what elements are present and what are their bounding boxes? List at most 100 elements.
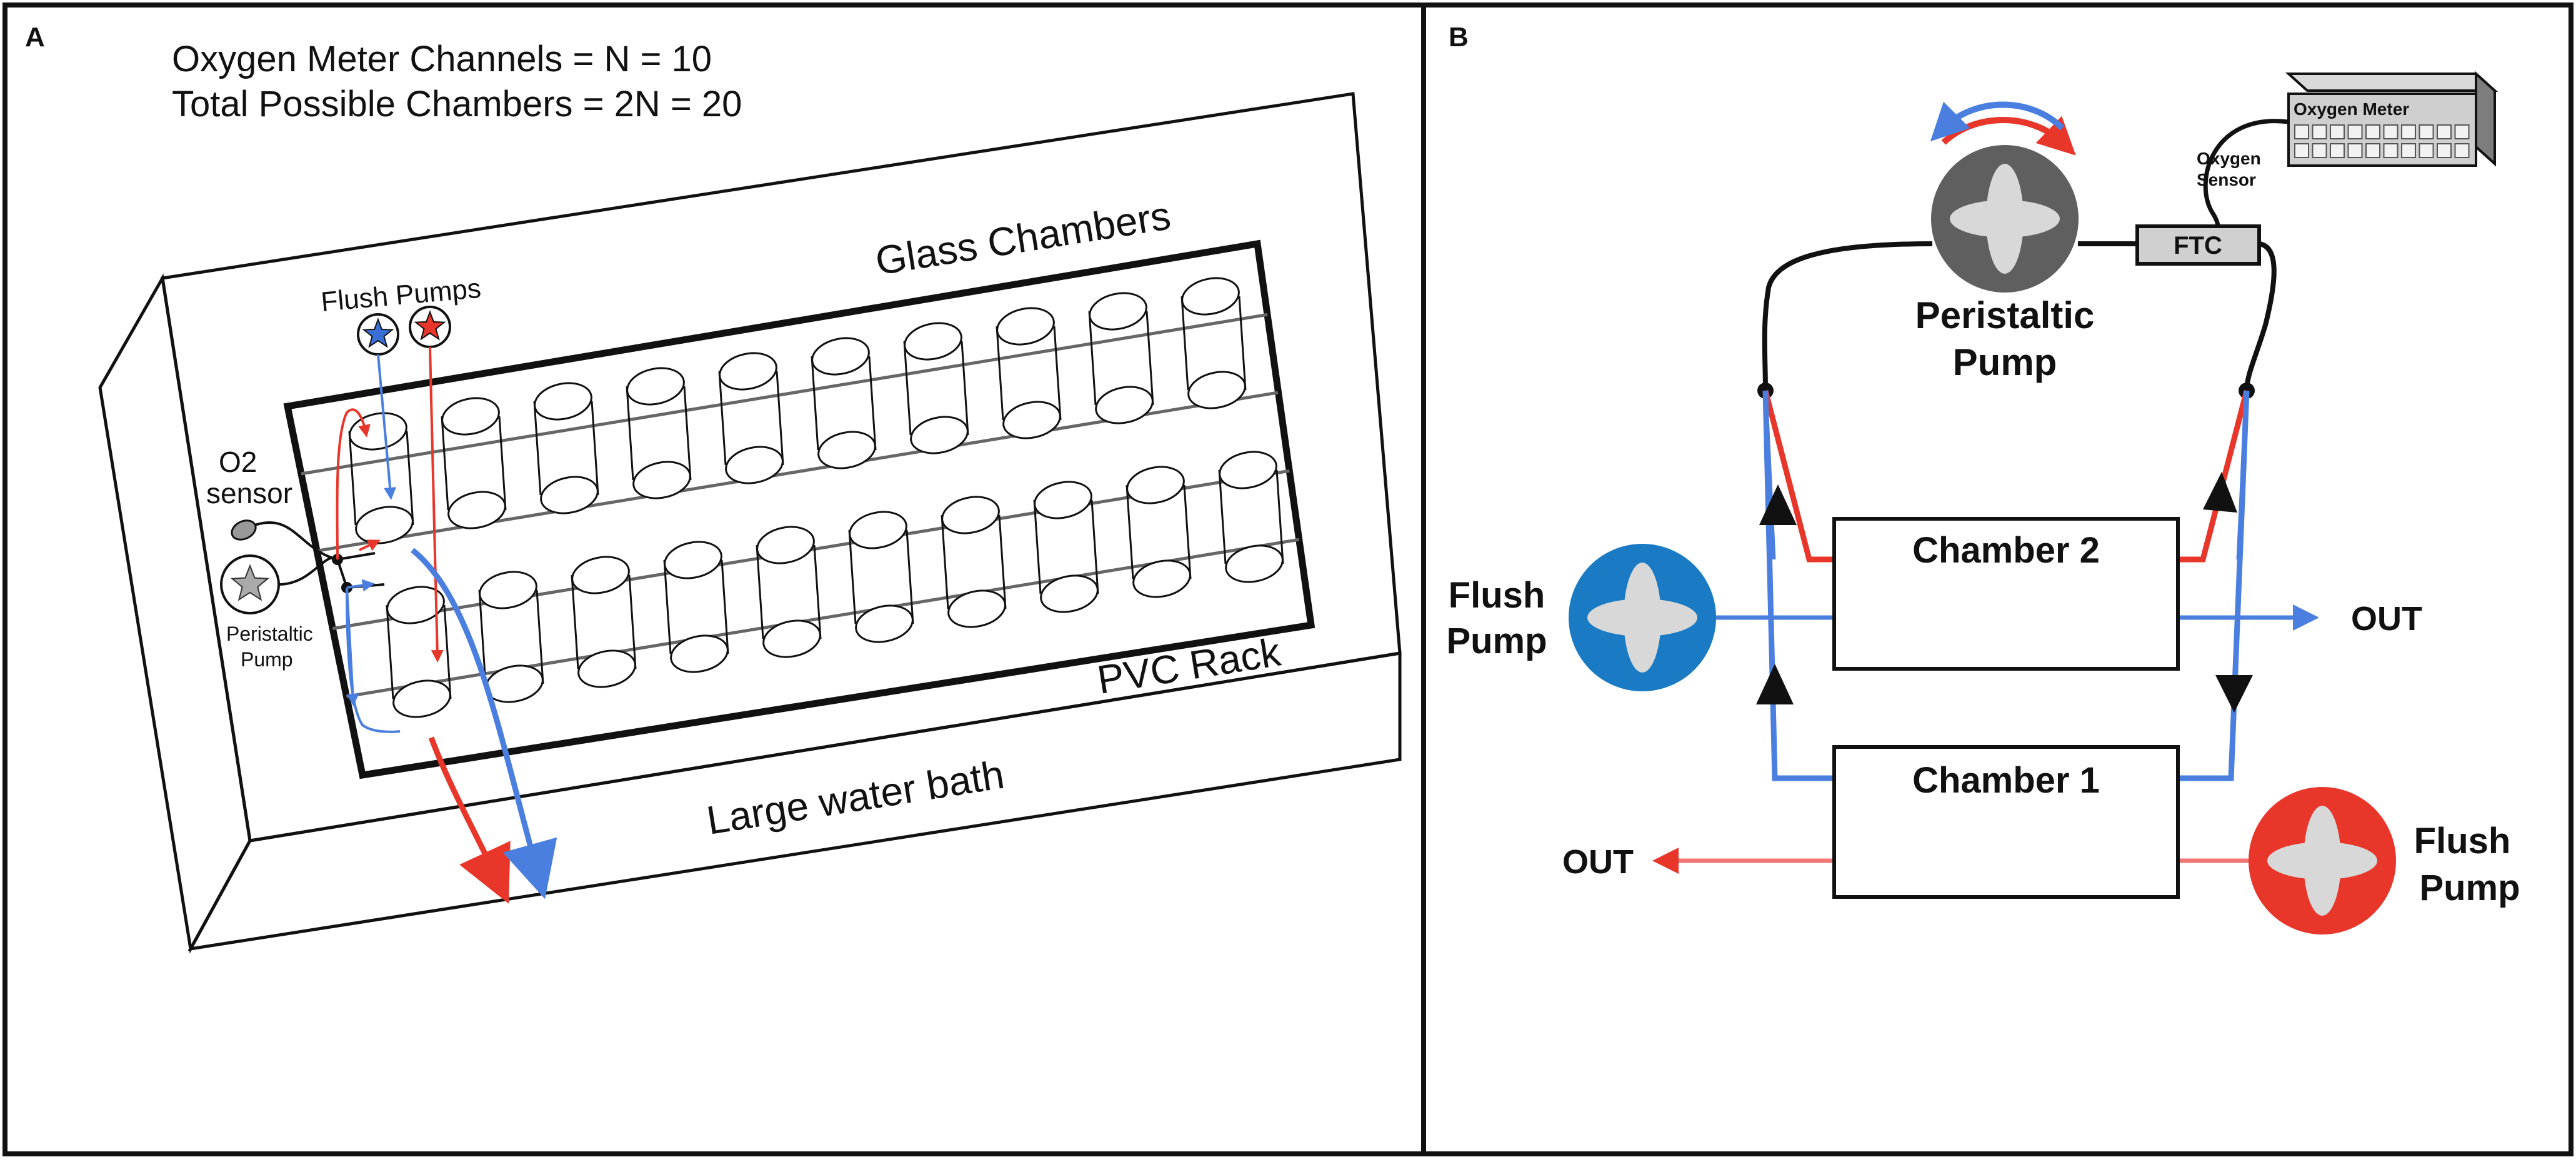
peristaltic-label-line1: Peristaltic xyxy=(1915,294,2095,336)
meter-channel-port xyxy=(2312,124,2327,139)
glass-chamber-cylinder xyxy=(1218,451,1284,583)
glass-chamber-cylinder xyxy=(811,337,877,469)
o2-label: O2 xyxy=(219,446,257,478)
chamber-2-label: Chamber 2 xyxy=(1912,530,2100,571)
glass-chamber-cylinder xyxy=(848,511,914,643)
glass-chamber-cylinder xyxy=(441,397,507,529)
flush-right-label-line2: Pump xyxy=(2419,868,2520,908)
glass-chamber-cylinder xyxy=(478,571,544,703)
rack-rail xyxy=(324,538,1300,702)
meter-channel-port xyxy=(2383,124,2399,139)
flush-pump-red xyxy=(409,306,451,348)
oxygen-meter-label: Oxygen Meter xyxy=(2294,99,2409,119)
flush-pump-blue xyxy=(357,313,399,356)
pump-rotor-icon xyxy=(2267,806,2377,916)
glass-chamber-cylinder xyxy=(718,352,784,484)
chamber-1-label: Chamber 1 xyxy=(1912,760,2100,801)
panel-a-header-line1: Oxygen Meter Channels = N = 10 xyxy=(172,39,712,79)
blue-overlay-left xyxy=(1763,390,1776,560)
recirculation-loop xyxy=(1762,241,2277,391)
chamber-1-box xyxy=(1832,745,2180,899)
glass-chamber-cylinder xyxy=(903,322,969,454)
flow-paths xyxy=(1652,389,2319,874)
arrow-up-right-upper xyxy=(2203,472,2237,513)
water-bath-front-face xyxy=(187,651,1402,951)
meter-channel-port xyxy=(2454,124,2470,139)
red-star-icon xyxy=(414,310,446,341)
meter-channel-port xyxy=(2294,124,2309,139)
meter-channel-port xyxy=(2330,124,2345,139)
glass-chamber-cylinder xyxy=(571,556,637,688)
oxygen-sensor-label-line1: Oxygen xyxy=(2197,149,2261,168)
meter-channel-port xyxy=(2401,143,2416,158)
blue-path-right xyxy=(2178,390,2250,781)
pvc-rack-frame xyxy=(283,239,1315,779)
flush-left-label-line2: Pump xyxy=(1446,621,1547,661)
meter-channel-port xyxy=(2419,124,2434,139)
meter-channel-port xyxy=(2294,143,2309,158)
out-label-right: OUT xyxy=(2351,600,2422,638)
glass-chamber-cylinder xyxy=(626,367,692,499)
glass-chamber-cylinder xyxy=(996,307,1062,439)
ftc-label: FTC xyxy=(2174,232,2222,259)
water-bath-box xyxy=(98,92,1402,954)
ftc-box xyxy=(2135,224,2261,266)
red-path-right xyxy=(2178,389,2250,563)
rotation-arrow-red xyxy=(1941,116,2076,156)
peristaltic-label-a: Peristaltic xyxy=(226,623,313,645)
meter-channel-port xyxy=(2312,143,2327,158)
flush-pump-right xyxy=(2249,787,2396,934)
red-path-left xyxy=(1762,389,1834,563)
out-label-left: OUT xyxy=(1562,843,1634,881)
flush-pumps-label: Flush Pumps xyxy=(320,273,482,318)
rotation-arrow-blue xyxy=(1930,101,2065,142)
glass-chamber-cylinder xyxy=(1181,277,1247,409)
meter-channel-port xyxy=(2383,143,2399,158)
blue-overlay-right xyxy=(2236,390,2249,560)
arrow-up-left-upper xyxy=(1759,484,1797,525)
panel-a-letter: A xyxy=(25,22,45,53)
chamber-2-box xyxy=(1832,517,2180,671)
o2-sensor-icon xyxy=(231,519,257,541)
meter-channel-port xyxy=(2401,124,2416,139)
peristaltic-pump xyxy=(1931,145,2079,293)
glass-chamber-cylinders xyxy=(348,277,1284,718)
panel-b-letter: B xyxy=(1449,22,1469,53)
meter-channel-port xyxy=(2437,124,2452,139)
panel-a-header-line2: Total Possible Chambers = 2N = 20 xyxy=(172,84,742,124)
meter-channel-port xyxy=(2347,124,2363,139)
glass-chamber-cylinder xyxy=(533,382,599,514)
flush-pump-left xyxy=(1569,544,1716,691)
glass-chamber-cylinder xyxy=(1033,481,1099,613)
glass-chamber-cylinder xyxy=(1088,292,1154,424)
meter-channel-port xyxy=(2454,143,2470,158)
rack-rail xyxy=(293,313,1269,477)
pump-label-a: Pump xyxy=(241,648,293,671)
arrow-down-right-lower xyxy=(2215,675,2253,713)
direction-arrows xyxy=(1756,472,2253,713)
flush-left-label-line1: Flush xyxy=(1449,575,1545,616)
pump-rotor-icon xyxy=(1587,563,1697,673)
meter-channel-port xyxy=(2437,143,2452,158)
flush-right-label-line1: Flush xyxy=(2414,821,2511,861)
panel-a-flow-lines xyxy=(336,346,557,904)
glass-chamber-cylinder xyxy=(941,496,1007,628)
meter-channel-port xyxy=(2419,143,2434,158)
oxygen-meter-channels xyxy=(2294,124,2470,158)
sensor-label: sensor xyxy=(206,477,292,509)
meter-channel-port xyxy=(2365,143,2380,158)
glass-chamber-cylinder xyxy=(663,541,729,673)
panel-a: A Oxygen Meter Channels = N = 10 Total P… xyxy=(25,22,1402,954)
pvc-rack xyxy=(283,239,1315,779)
blue-path-left xyxy=(1762,390,1834,781)
water-bath-side-face xyxy=(98,273,252,954)
blue-star-icon xyxy=(362,318,394,348)
glass-chamber-cylinder xyxy=(756,526,822,658)
meter-channel-port xyxy=(2347,143,2363,158)
outer-frame xyxy=(2,3,2574,1156)
arrow-up-left-lower xyxy=(1756,664,1794,704)
peristaltic-pump-small xyxy=(220,554,280,614)
oxygen-sensor-label-line2: Sensor xyxy=(2197,170,2256,189)
